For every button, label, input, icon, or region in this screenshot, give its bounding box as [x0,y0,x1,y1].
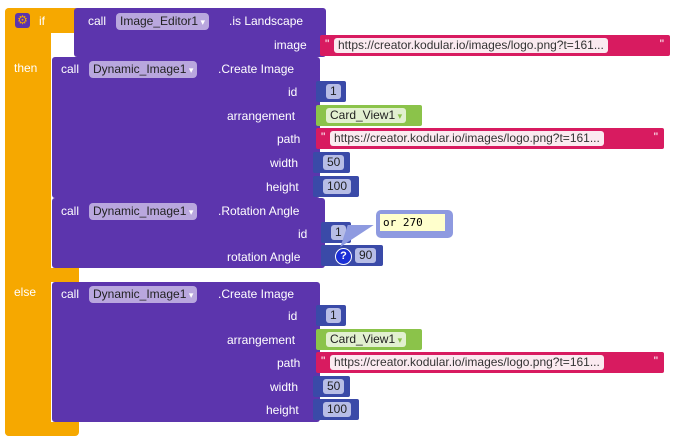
image-string[interactable]: https://creator.kodular.io/images/logo.p… [334,38,608,53]
width-value[interactable]: 50 [323,379,345,394]
id-value[interactable]: 1 [326,84,341,99]
quote-open: " [321,354,326,368]
gear-icon[interactable]: ⚙ [15,13,30,28]
comment-text[interactable]: or 270 [380,214,445,231]
then-label: then [14,61,38,75]
width-number-block[interactable]: 50 [313,376,350,397]
create-image-block[interactable] [52,57,320,198]
angle-value[interactable]: 90 [355,248,377,263]
id-label: id [288,309,298,323]
arrangement-dropdown[interactable]: Card_View1 [326,108,407,123]
quote-open: " [325,37,330,51]
call-label: call [61,204,80,218]
rotation-angle-label: rotation Angle [227,250,301,264]
component-dropdown[interactable]: Dynamic_Image1 [89,286,198,303]
width-value[interactable]: 50 [323,155,345,170]
quote-close: " [653,354,658,368]
quote-close: " [653,130,658,144]
method-label: .Create Image [218,287,295,301]
method-label: .Rotation Angle [218,204,300,218]
component-dropdown[interactable]: Dynamic_Image1 [89,203,198,220]
if-block-bottom [5,422,79,436]
angle-number-block[interactable]: ? 90 [321,245,383,266]
call-label: call [61,287,80,301]
height-number-block[interactable]: 100 [313,399,359,420]
if-label: if [39,14,45,28]
method-label: .is Landscape [229,14,304,28]
create-image-block[interactable] [52,282,320,422]
id-value[interactable]: 1 [326,308,341,323]
arrangement-label: arrangement [227,333,296,347]
component-dropdown[interactable]: Image_Editor1 [116,13,210,30]
component-dropdown[interactable]: Dynamic_Image1 [89,61,198,78]
id-number-block[interactable]: 1 [316,305,346,326]
help-icon[interactable]: ? [335,248,352,265]
path-string-block[interactable]: " https://creator.kodular.io/images/logo… [316,128,664,149]
height-value[interactable]: 100 [323,179,352,194]
arrangement-dropdown[interactable]: Card_View1 [326,332,407,347]
arrangement-block[interactable]: Card_View1 [316,105,422,126]
quote-close: " [659,37,664,51]
if-block-else-bar [5,268,79,282]
if-block-spine [5,8,51,436]
height-value[interactable]: 100 [323,402,352,417]
id-value[interactable]: 1 [331,225,346,240]
height-number-block[interactable]: 100 [313,176,359,197]
call-label: call [61,62,80,76]
height-label: height [266,403,299,417]
image-string-block[interactable]: " https://creator.kodular.io/images/logo… [320,35,670,56]
path-string[interactable]: https://creator.kodular.io/images/logo.p… [330,355,604,370]
id-number-block[interactable]: 1 [316,81,346,102]
id-label: id [288,85,298,99]
width-number-block[interactable]: 50 [313,152,350,173]
path-string-block[interactable]: " https://creator.kodular.io/images/logo… [316,352,664,373]
arrangement-label: arrangement [227,109,296,123]
method-label: .Create Image [218,62,295,76]
call-label: call [88,14,107,28]
path-string[interactable]: https://creator.kodular.io/images/logo.p… [330,131,604,146]
path-label: path [277,356,301,370]
comment-bubble[interactable]: or 270 [376,210,453,238]
width-label: width [270,156,299,170]
width-label: width [270,380,299,394]
height-label: height [266,180,299,194]
id-label: id [298,227,308,241]
image-label: image [274,38,307,52]
path-label: path [277,132,301,146]
quote-open: " [321,130,326,144]
id-number-block[interactable]: 1 [321,222,351,243]
arrangement-block[interactable]: Card_View1 [316,329,422,350]
else-label: else [14,285,37,299]
